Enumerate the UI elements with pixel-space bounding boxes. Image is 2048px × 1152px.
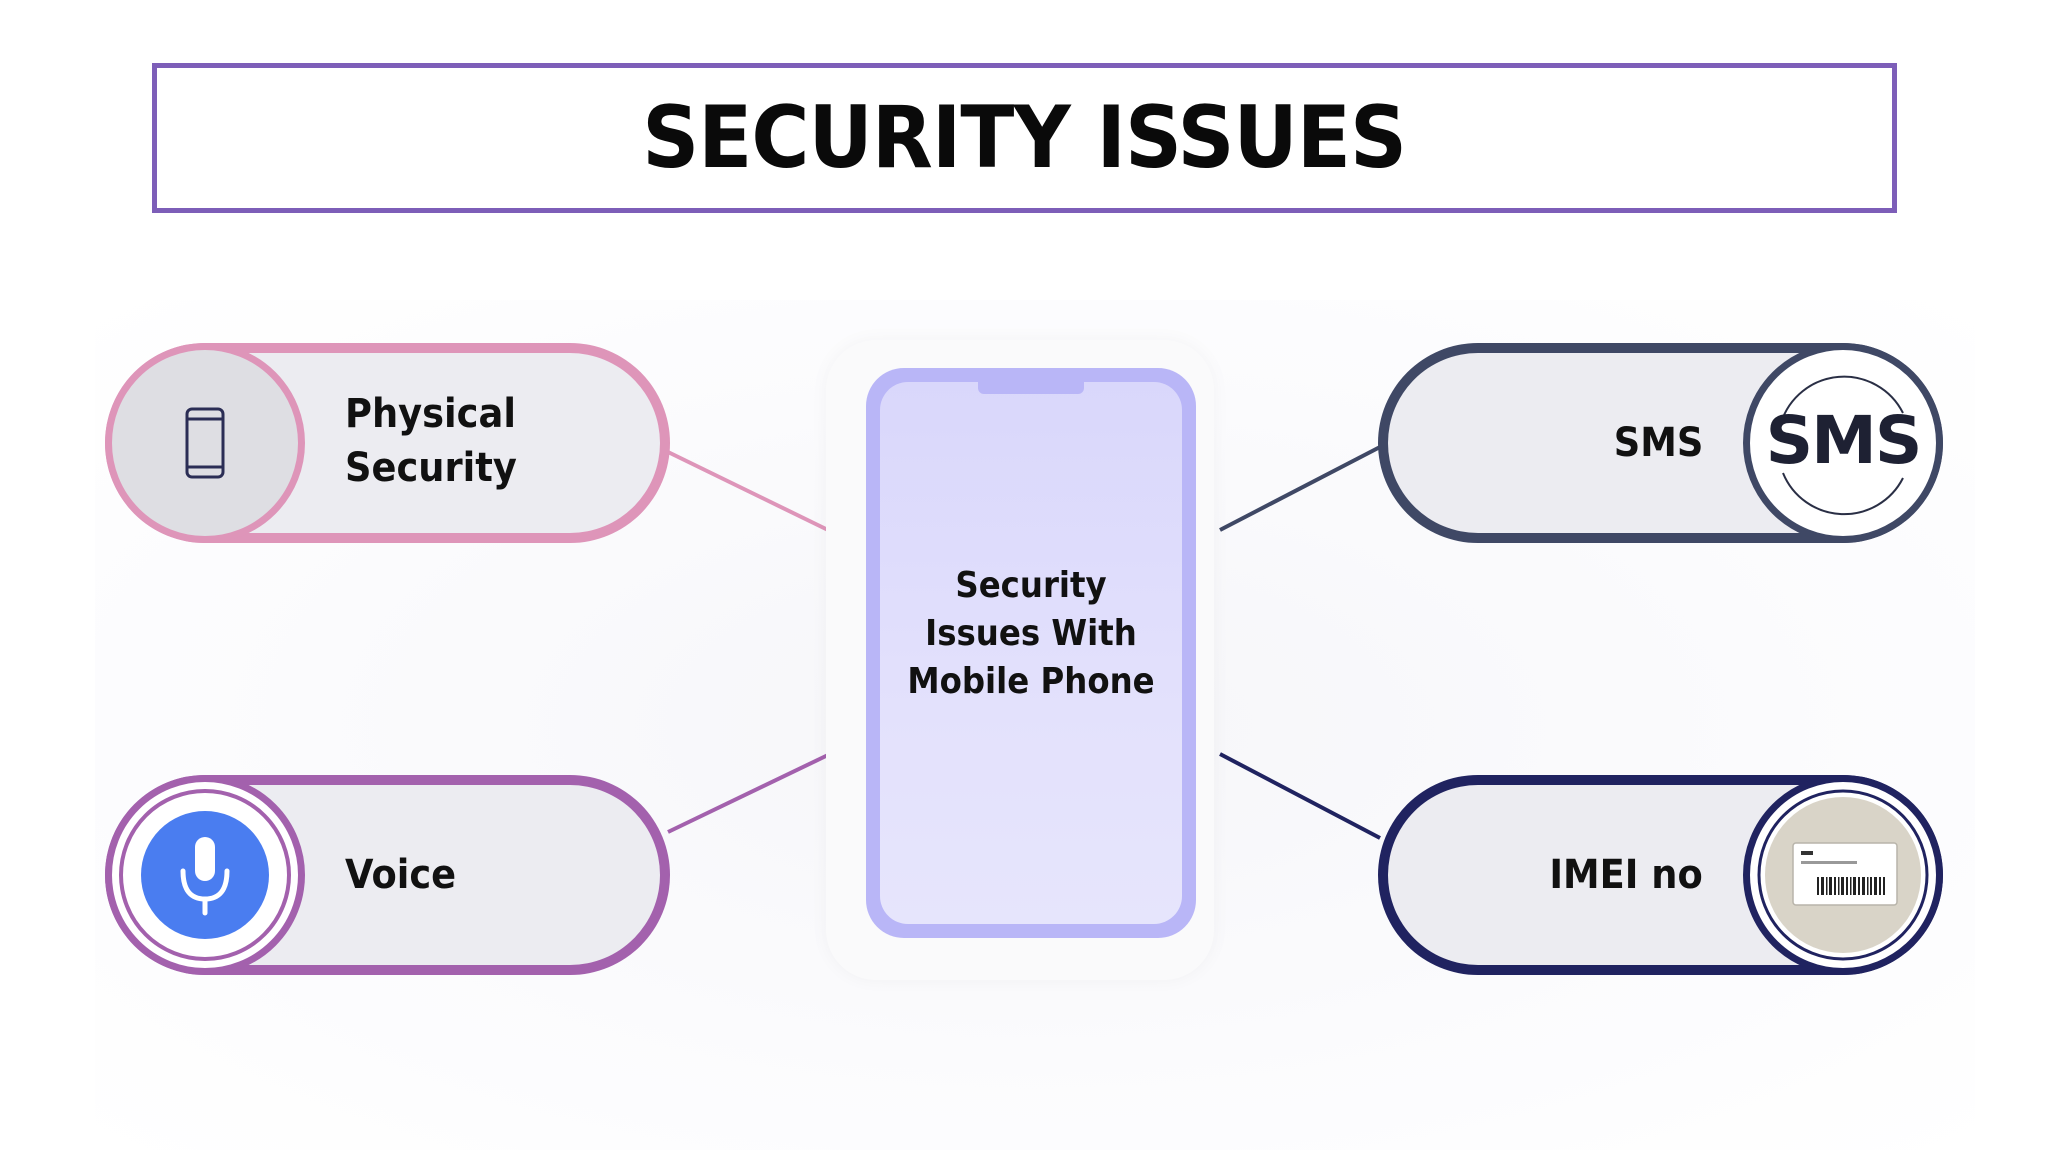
item-physical-security: Physical Security	[105, 343, 670, 543]
item-physical-security-badge	[105, 343, 305, 543]
center-label-line3: Mobile Phone	[907, 661, 1155, 702]
connector-sms	[1219, 445, 1381, 532]
page-title: SECURITY ISSUES	[642, 88, 1408, 188]
center-label: Security Issues With Mobile Phone	[895, 562, 1167, 706]
item-physical-security-label-line2: Security	[345, 445, 517, 491]
item-imei-label: IMEI no	[1549, 852, 1703, 898]
barcode-label-icon	[1757, 789, 1929, 961]
phone-frame: Security Issues With Mobile Phone	[866, 368, 1196, 938]
item-sms: SMS SMS	[1378, 343, 1943, 543]
item-sms-label: SMS	[1613, 420, 1703, 466]
sms-icon: SMS	[1759, 359, 1927, 527]
microphone-icon	[119, 789, 291, 961]
item-sms-badge: SMS	[1743, 343, 1943, 543]
center-label-line1: Security	[955, 565, 1107, 606]
item-imei: IMEI no	[1378, 775, 1943, 975]
phone-screen: Security Issues With Mobile Phone	[880, 382, 1182, 924]
connector-physical-security	[667, 450, 829, 532]
item-voice-label: Voice	[345, 852, 457, 898]
sms-icon-text: SMS	[1766, 402, 1921, 479]
connector-voice	[667, 753, 829, 834]
item-physical-security-label-line1: Physical	[345, 391, 516, 437]
item-physical-security-label: Physical Security	[345, 387, 517, 495]
item-voice-badge	[105, 775, 305, 975]
item-imei-badge	[1743, 775, 1943, 975]
title-box: SECURITY ISSUES	[152, 63, 1897, 213]
center-phone: Security Issues With Mobile Phone	[826, 340, 1214, 980]
connector-imei	[1219, 752, 1381, 840]
smartphone-icon	[185, 407, 225, 479]
center-label-line2: Issues With	[925, 613, 1137, 654]
phone-notch	[978, 368, 1084, 394]
item-voice: Voice	[105, 775, 670, 975]
